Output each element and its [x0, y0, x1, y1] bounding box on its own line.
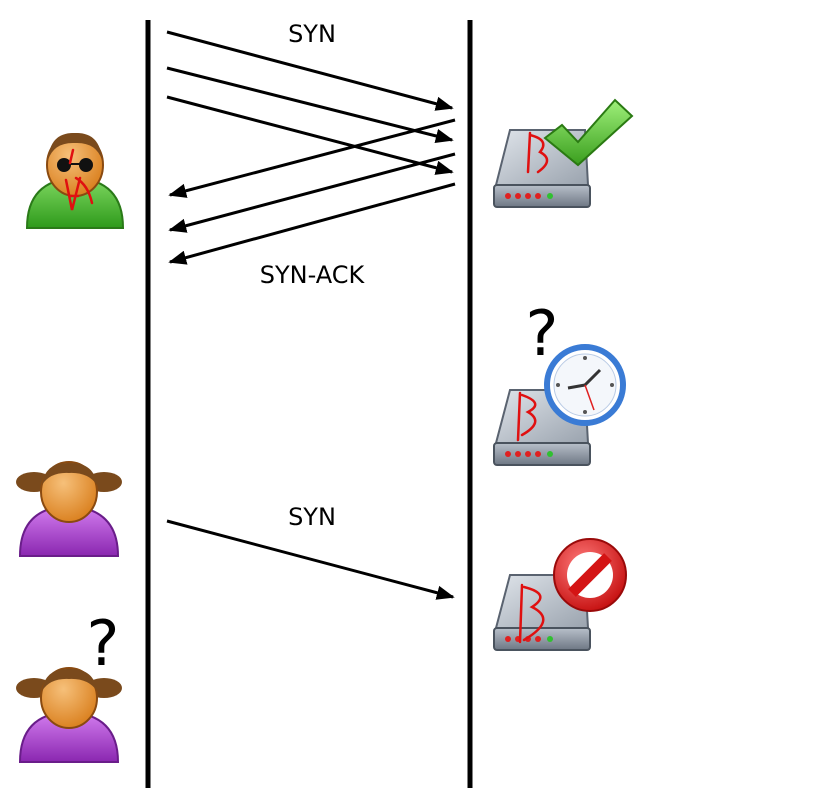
user-icon: [16, 461, 122, 557]
synack-arrow-1: [168, 118, 456, 198]
synack-arrow-3: [168, 182, 456, 265]
syn-arrow-legit: [166, 519, 455, 600]
syn-arrow-2: [166, 66, 454, 144]
syn-label-bottom: SYN: [288, 503, 336, 531]
syn-label-top: SYN: [288, 20, 336, 48]
server-blocked-icon: [493, 538, 627, 651]
syn-arrow-1: [166, 30, 454, 111]
attacker-icon: [25, 132, 125, 229]
synack-arrow-2: [168, 152, 456, 233]
server-check-icon: [493, 98, 634, 208]
server-clock-icon: [493, 344, 626, 466]
syn-ack-label: SYN-ACK: [260, 261, 366, 289]
waiting-user-icon: [16, 667, 122, 763]
user-question-mark: ?: [87, 607, 120, 680]
syn-arrow-3: [166, 95, 454, 175]
server-question-mark: ?: [526, 297, 559, 370]
